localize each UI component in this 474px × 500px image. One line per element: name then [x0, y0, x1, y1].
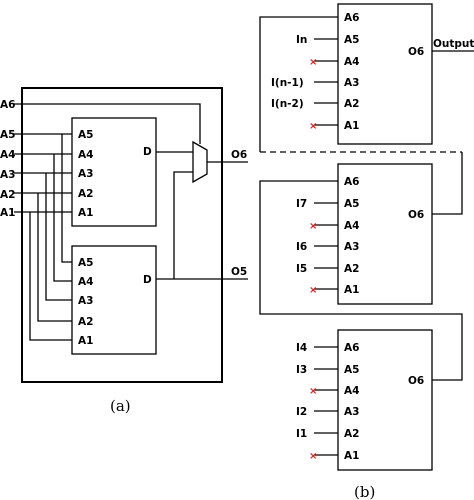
cell-1-signal-a3: I(n-1) [271, 77, 304, 89]
input-wires [14, 103, 201, 341]
mux [192, 140, 208, 184]
lut-top-pin-a4: A4 [78, 149, 93, 161]
cell-1-signal-a2: I(n-2) [271, 98, 304, 110]
cell-1-pin-a3: A3 [344, 77, 359, 89]
cell-2-signal-a5: I7 [296, 198, 307, 210]
input-a4-label: A4 [0, 149, 15, 161]
output-label: Output [433, 38, 474, 50]
cell-2-pin-a1: A1 [344, 284, 359, 296]
output-o6-label: O6 [231, 149, 247, 161]
cell-3-signal-a6: I4 [296, 342, 307, 354]
cell-2-signal-a3: I6 [296, 241, 307, 253]
lut-bottom-pin-a4: A4 [78, 276, 93, 288]
lut-bottom-pin-a1: A1 [78, 335, 93, 347]
cell-1-unused-a1-marker: × [309, 121, 317, 132]
lut-bottom [71, 245, 157, 355]
cell-1-pin-a5: A5 [344, 34, 359, 46]
cell-1-signal-a5: In [296, 34, 307, 46]
cell-3-pin-a6: A6 [344, 342, 359, 354]
cascade-wires [259, 16, 463, 381]
lut-bottom-out-d: D [143, 274, 152, 286]
cell-1-pin-a4: A4 [344, 56, 359, 68]
cell-2-pin-a4: A4 [344, 220, 359, 232]
cell-3-signal-a5: I3 [296, 364, 307, 376]
input-a5-label: A5 [0, 129, 15, 141]
cell-2-unused-a4-marker: × [309, 221, 317, 232]
cell-2-input-wires [314, 202, 338, 290]
lut-top [71, 117, 157, 227]
lut-top-pin-a5: A5 [78, 129, 93, 141]
cell-1-pin-a2: A2 [344, 98, 359, 110]
cell-3-signal-a2: I1 [296, 428, 307, 440]
cell-3-pin-a4: A4 [344, 385, 359, 397]
lut-top-pin-a3: A3 [78, 168, 93, 180]
cell-1-unused-a4-marker: × [309, 57, 317, 68]
cell-3-pin-a2: A2 [344, 428, 359, 440]
cell-2-pin-a5: A5 [344, 198, 359, 210]
cell-3 [337, 329, 433, 471]
cell-1-input-wires [314, 38, 338, 126]
cell-3-pin-a5: A5 [344, 364, 359, 376]
cell-1-out-o6: O6 [408, 46, 424, 58]
lut-bottom-pin-a2: A2 [78, 316, 93, 328]
caption-a: (a) [110, 397, 131, 415]
output-o5-label: O5 [231, 266, 247, 278]
lut-bottom-pin-a5: A5 [78, 257, 93, 269]
lut-bottom-pin-a3: A3 [78, 295, 93, 307]
cell-3-pin-a1: A1 [344, 450, 359, 462]
figure-a: A6 A5 A4 A3 A2 A1 A5 A4 A3 A2 A1 D [0, 87, 248, 415]
cell-3-unused-a4-marker: × [309, 386, 317, 397]
cell-2-pin-a2: A2 [344, 263, 359, 275]
input-a6-label: A6 [0, 99, 15, 111]
input-a1-label: A1 [0, 207, 15, 219]
figure-b: A6 A5 A4 A3 A2 A1 O6 Output In × I(n-1) … [259, 3, 474, 500]
input-a3-label: A3 [0, 169, 15, 181]
cell-2-pin-a6: A6 [344, 176, 359, 188]
cell-2-pin-a3: A3 [344, 241, 359, 253]
lut-top-pin-a2: A2 [78, 188, 93, 200]
lut-top-pin-a1: A1 [78, 207, 93, 219]
slice-outline [21, 87, 223, 383]
cell-3-signal-a3: I2 [296, 406, 307, 418]
caption-b: (b) [354, 483, 375, 500]
cell-3-pin-a3: A3 [344, 406, 359, 418]
cell-3-unused-a1-marker: × [309, 451, 317, 462]
cell-3-out-o6: O6 [408, 375, 424, 387]
input-a2-label: A2 [0, 189, 15, 201]
cell-2-unused-a1-marker: × [309, 285, 317, 296]
cell-1 [337, 3, 433, 145]
cell-2-out-o6: O6 [408, 209, 424, 221]
cell-2 [337, 163, 433, 305]
cell-1-pin-a1: A1 [344, 120, 359, 132]
cell-3-input-wires [314, 346, 338, 456]
cell-1-pin-a6: A6 [344, 12, 359, 24]
lut-top-out-d: D [143, 146, 152, 158]
cell-2-signal-a2: I5 [296, 263, 307, 275]
